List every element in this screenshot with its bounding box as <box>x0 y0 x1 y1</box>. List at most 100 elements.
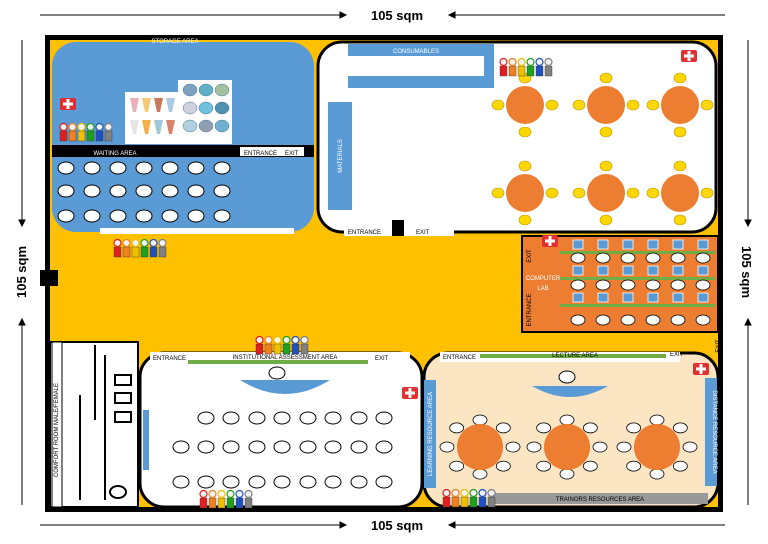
supply-bin-lid <box>208 489 217 499</box>
work-chair <box>646 187 660 199</box>
assessment-chair <box>324 411 342 425</box>
waiting-chair <box>135 184 153 198</box>
first-aid-cross-v <box>408 388 412 398</box>
supply-bin <box>282 343 291 355</box>
supply-bins <box>59 57 553 509</box>
supply-bin <box>68 130 77 142</box>
first-aid-icon <box>542 235 558 247</box>
waiting-chair <box>57 184 75 198</box>
first-aid-kits <box>60 50 709 399</box>
work-chair <box>572 187 586 199</box>
supply-bin <box>478 496 487 508</box>
computer-monitor <box>697 239 709 250</box>
work-chair <box>646 99 660 111</box>
supply-bin <box>113 246 122 258</box>
supply-bin-lid <box>113 238 122 248</box>
supply-bin-lid <box>544 57 553 67</box>
assessment-chair <box>197 475 215 489</box>
lecture-chair <box>472 414 488 426</box>
assessment-chair <box>350 411 368 425</box>
supply-bin-group <box>113 238 167 258</box>
computer-monitor <box>622 239 634 250</box>
supply-bin <box>77 130 86 142</box>
computer-chair <box>570 314 586 326</box>
computer-monitor <box>697 292 709 303</box>
assessment-label: INSTITUTIONAL ASSESSMENT AREA <box>233 355 338 361</box>
work-chair <box>545 187 559 199</box>
supply-bin <box>460 496 469 508</box>
lecture-chair <box>582 422 598 434</box>
lecture-table <box>544 424 590 470</box>
glassware <box>142 98 151 112</box>
work-chair <box>673 126 687 138</box>
computer-chair <box>645 279 661 291</box>
supply-bin <box>140 246 149 258</box>
supply-bin <box>291 343 300 355</box>
waiting-chair <box>135 209 153 223</box>
lecture-chair <box>672 460 688 472</box>
assessment-chair <box>222 475 240 489</box>
supply-bin-lid <box>59 122 68 132</box>
lecture-chair <box>672 422 688 434</box>
dimension-left: 105 sqm <box>14 246 29 298</box>
waiting-chair <box>161 209 179 223</box>
work-table <box>506 174 544 212</box>
supply-bin-lid <box>255 335 264 345</box>
assessment-chair <box>248 411 266 425</box>
storage-entrance-label: ENTRANCE <box>244 151 277 157</box>
lecture-chair <box>449 422 465 434</box>
computer-chair <box>570 279 586 291</box>
supply-bin-lid <box>217 489 226 499</box>
assessment-instructor-chair <box>268 366 286 380</box>
waiting-label: WAITING AREA <box>93 151 136 157</box>
lecture-table-group <box>616 414 698 480</box>
lecture-chair <box>472 468 488 480</box>
computer-lab-label-2: LAB <box>537 286 548 292</box>
waiting-chair <box>161 161 179 175</box>
computer-desk <box>560 304 715 307</box>
work-chair <box>572 99 586 111</box>
lecture-chair <box>495 460 511 472</box>
assessment-chair <box>299 475 317 489</box>
supply-bin <box>487 496 496 508</box>
waiting-chairs <box>57 161 231 223</box>
lecture-table <box>457 424 503 470</box>
work-chair <box>599 72 613 84</box>
computer-chair <box>595 252 611 264</box>
glassware <box>166 98 175 112</box>
supply-bin-lid <box>158 238 167 248</box>
computer-lab-exit-label: EXIT <box>527 249 533 263</box>
lecture-chair <box>559 414 575 426</box>
left-exit-label: EXIT <box>46 239 52 253</box>
work-chair <box>599 214 613 226</box>
supply-bin <box>469 496 478 508</box>
assessment-chair <box>273 440 291 454</box>
plate <box>198 119 214 133</box>
waiting-chair <box>83 184 101 198</box>
computer-monitor <box>697 265 709 276</box>
dimension-right: 105 sqm <box>739 246 754 298</box>
plate <box>214 119 230 133</box>
supply-bin <box>86 130 95 142</box>
practical-door-post <box>392 220 404 236</box>
supply-bin-lid <box>95 122 104 132</box>
computer-chair <box>645 314 661 326</box>
supply-bin-lid <box>264 335 273 345</box>
work-chair <box>599 126 613 138</box>
work-table-group <box>646 72 714 138</box>
assessment-podium <box>240 380 330 394</box>
assessment-exit-label: EXIT <box>375 356 389 362</box>
lecture-exit-label: EXIT <box>670 352 684 358</box>
computer-desk <box>560 277 715 280</box>
lecture-entrance-label: ENTRANCE <box>443 355 476 361</box>
lecture-chair <box>449 460 465 472</box>
computer-chair <box>620 279 636 291</box>
assessment-chair <box>172 440 190 454</box>
work-table-group <box>572 160 640 226</box>
assessment-chair <box>375 440 393 454</box>
left-entrance-label: ENTRANCE <box>46 295 52 328</box>
supply-bin-lid <box>442 488 451 498</box>
lecture-chair <box>536 422 552 434</box>
work-chair <box>673 214 687 226</box>
